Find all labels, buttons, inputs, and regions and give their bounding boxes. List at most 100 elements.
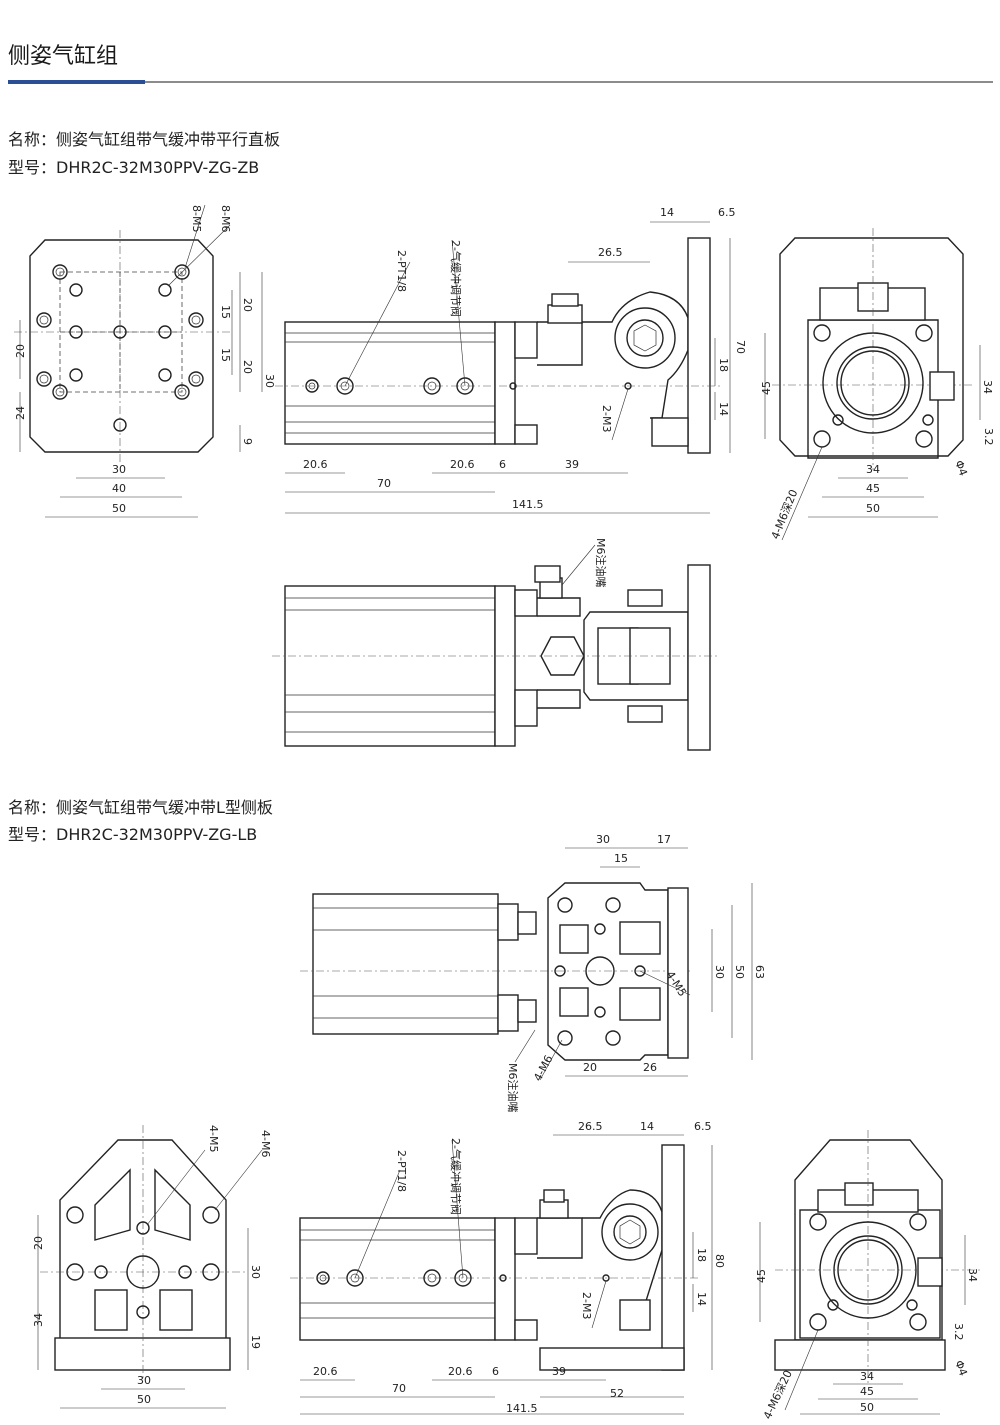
dim-text: 45 — [866, 482, 880, 495]
model-label: 型号： — [8, 825, 57, 844]
dim-text: 39 — [552, 1365, 566, 1378]
dim-text: 20 — [241, 360, 254, 374]
dim-text: 70 — [377, 477, 391, 490]
dim-text: 50 — [733, 965, 746, 979]
dim-text: 14 — [717, 402, 730, 416]
d2-m3-label: 2-M3 — [580, 1292, 593, 1319]
dim-text: 20.6 — [450, 458, 475, 471]
dim-text: 30 — [112, 463, 126, 476]
dim-text: 34 — [981, 380, 994, 394]
dim-text: 45 — [860, 1385, 874, 1398]
dim-text: 34 — [966, 1268, 979, 1282]
dim-text: 20.6 — [313, 1365, 338, 1378]
d2-front-m5: 4-M5 — [207, 1125, 220, 1152]
dim-text: 14 — [695, 1292, 708, 1306]
dim-text: 26.5 — [598, 246, 623, 259]
dim-text: 18 — [717, 358, 730, 372]
dim-text: 26.5 — [578, 1120, 603, 1133]
d2-plate-view: 30 17 15 4-M5 30 50 63 4-M6 M6注油嘴 20 26 — [300, 833, 766, 1113]
d1-oil-label: M6注油嘴 — [594, 538, 608, 588]
dim-text: 20.6 — [303, 458, 328, 471]
dim-text: 30 — [713, 965, 726, 979]
product2-model: DHR2C-32M30PPV-ZG-LB — [56, 825, 258, 844]
dim-text: 6 — [492, 1365, 499, 1378]
dim-text: 15 — [219, 305, 232, 319]
d2-plate-m6: 4-M6 — [531, 1053, 555, 1083]
dim-text: 6.5 — [694, 1120, 712, 1133]
d2-side-view: 2-PT1/8 2-气缓冲调节阀 26.5 14 6.5 80 18 14 2-… — [290, 1120, 726, 1415]
d1-m3-label: 2-M3 — [600, 405, 613, 432]
d1-pt-label: 2-PT1/8 — [395, 250, 408, 292]
dim-text: 20 — [583, 1061, 597, 1074]
product2-model-line: 型号：DHR2C-32M30PPV-ZG-LB — [8, 823, 257, 847]
dim-text: 141.5 — [512, 498, 544, 511]
dim-text: 34 — [860, 1370, 874, 1383]
name-label: 名称： — [8, 798, 57, 817]
d2-end-m6-label: 4-M6深20 — [761, 1368, 795, 1421]
d2-end-view: 45 34 3.2 Φ4 34 45 50 4-M6深20 — [755, 1130, 980, 1421]
dim-text: 39 — [565, 458, 579, 471]
dim-text: 34 — [866, 463, 880, 476]
product2-name-line: 名称：侧姿气缸组带气缓冲带L型侧板 — [8, 796, 273, 820]
dim-text: 30 — [263, 374, 276, 388]
dim-text: 30 — [249, 1265, 262, 1279]
dim-text: 17 — [657, 833, 671, 846]
product1-model-line: 型号：DHR2C-32M30PPV-ZG-ZB — [8, 156, 259, 180]
dim-text: 50 — [112, 502, 126, 515]
d1-end-phi4: Φ4 — [952, 459, 970, 478]
dim-text: 20 — [241, 298, 254, 312]
dim-text: 70 — [392, 1382, 406, 1395]
name-label: 名称： — [8, 130, 57, 149]
dim-text: 24 — [14, 406, 27, 420]
d1-valve-label: 2-气缓冲调节阀 — [449, 240, 463, 317]
d2-front-m6: 4-M6 — [259, 1130, 272, 1157]
product1-name: 侧姿气缸组带气缓冲带平行直板 — [56, 130, 281, 149]
dim-text: 30 — [596, 833, 610, 846]
dim-text: 15 — [219, 348, 232, 362]
dim-text: 52 — [610, 1387, 624, 1400]
d2-end-phi4: Φ4 — [952, 1359, 970, 1378]
dim-text: 141.5 — [506, 1402, 538, 1415]
d1-front-m5-label: 8-M5 — [190, 205, 203, 232]
dim-text: 40 — [112, 482, 126, 495]
dim-text: 20.6 — [448, 1365, 473, 1378]
dim-text: 30 — [137, 1374, 151, 1387]
dim-text: 80 — [713, 1254, 726, 1268]
dim-text: 6.5 — [718, 206, 736, 219]
dim-text: 26 — [643, 1061, 657, 1074]
dim-text: 15 — [614, 852, 628, 865]
dim-text: 45 — [760, 381, 773, 395]
product1-model: DHR2C-32M30PPV-ZG-ZB — [56, 158, 260, 177]
dim-text: 50 — [866, 502, 880, 515]
dim-text: 50 — [137, 1393, 151, 1406]
d2-plate-oil: M6注油嘴 — [506, 1063, 520, 1113]
dim-text: 3.2 — [952, 1323, 965, 1341]
dim-text: 20 — [32, 1236, 45, 1250]
dim-text: 18 — [695, 1248, 708, 1262]
product2-name: 侧姿气缸组带气缓冲带L型侧板 — [56, 798, 273, 817]
dim-text: 9 — [241, 438, 254, 445]
dim-text: 6 — [499, 458, 506, 471]
d2-valve-label: 2-气缓冲调节阀 — [449, 1138, 463, 1215]
dim-text: 45 — [755, 1269, 768, 1283]
dim-text: 3.2 — [982, 428, 995, 446]
d1-top-view: M6注油嘴 — [272, 538, 720, 751]
d2-pt-label: 2-PT1/8 — [395, 1150, 408, 1192]
product1-name-line: 名称：侧姿气缸组带气缓冲带平行直板 — [8, 128, 280, 152]
d1-front-m6-label: 8-M6 — [219, 205, 232, 232]
d2-front-view: 4-M5 4-M6 20 34 30 19 30 50 — [32, 1125, 272, 1409]
title-divider — [8, 81, 993, 83]
dim-text: 14 — [660, 206, 674, 219]
dim-text: 19 — [249, 1335, 262, 1349]
dim-text: 20 — [14, 344, 27, 358]
d1-end-m6-label: 4-M6深20 — [769, 488, 801, 542]
page-title: 侧姿气缸组 — [8, 44, 119, 69]
dim-text: 50 — [860, 1401, 874, 1414]
d1-side-view: 2-PT1/8 2-气缓冲调节阀 14 6.5 26.5 70 18 14 2-… — [275, 206, 747, 514]
model-label: 型号： — [8, 158, 57, 177]
dim-text: 70 — [734, 340, 747, 354]
d1-front-view: 8-M5 8-M6 20 15 15 20 30 9 20 24 30 40 5… — [14, 204, 276, 518]
dim-text: 63 — [753, 965, 766, 979]
d1-end-view: 45 34 3.2 Φ4 34 45 50 4-M6深20 — [760, 228, 995, 541]
